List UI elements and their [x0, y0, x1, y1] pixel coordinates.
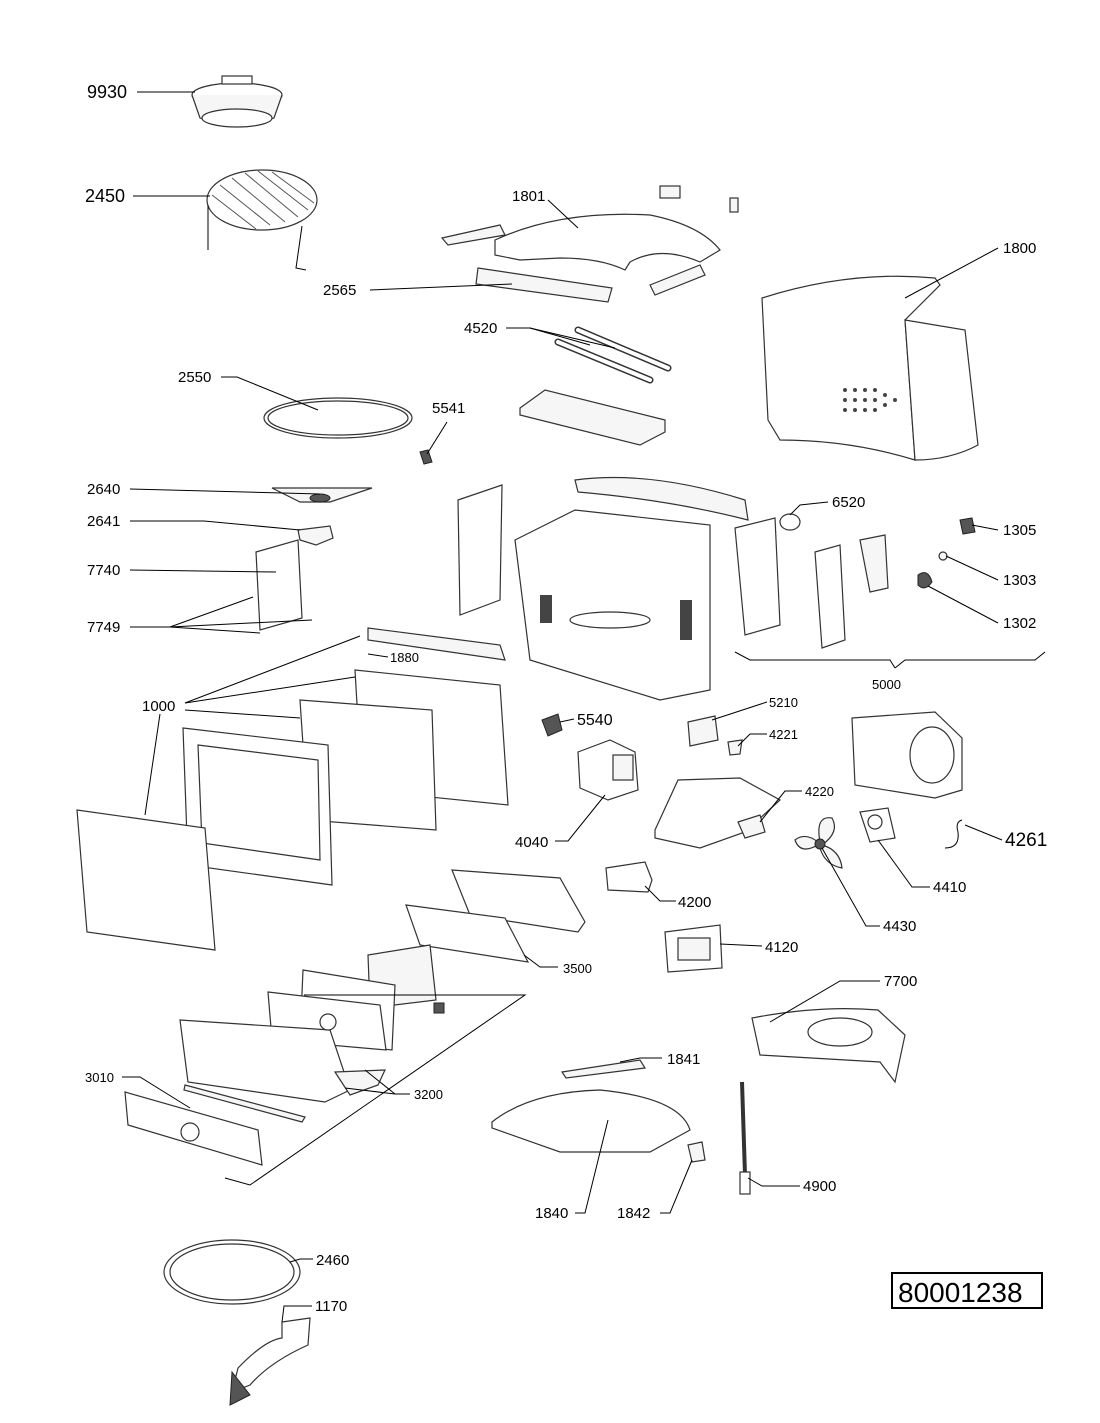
part-2460-tray	[163, 1239, 301, 1305]
label-1305: 1305	[1003, 522, 1036, 539]
document-number-box: 80001238	[891, 1272, 1043, 1309]
part-1840-base-plate	[491, 1089, 691, 1153]
label-4261: 4261	[1005, 830, 1047, 851]
part-1170-handle	[229, 1317, 311, 1406]
part-1000-door-glass	[76, 809, 216, 951]
part-4200-capacitor	[605, 861, 653, 893]
part-1842-foot	[687, 1141, 706, 1163]
label-5541: 5541	[432, 400, 465, 417]
part-1841-strip	[560, 1059, 647, 1079]
label-2550: 2550	[178, 369, 211, 386]
part-2641-coupler	[297, 525, 334, 546]
label-1800: 1800	[1003, 240, 1036, 257]
label-1000: 1000	[142, 698, 175, 715]
part-4220-base-plate	[654, 777, 782, 849]
part-5540-switch	[541, 713, 563, 737]
label-3500: 3500	[563, 961, 592, 976]
label-1170: 1170	[315, 1298, 347, 1315]
part-5541-switch	[419, 449, 433, 465]
label-4040: 4040	[515, 834, 548, 851]
label-4221: 4221	[769, 727, 798, 742]
label-4520: 4520	[464, 320, 497, 337]
part-4430-fan-blade	[794, 817, 843, 869]
part-5210-bracket	[687, 715, 719, 747]
part-4120-transformer	[664, 924, 723, 973]
part-2640-roller-support	[271, 487, 373, 503]
label-1841: 1841	[667, 1051, 700, 1068]
label-1880: 1880	[390, 650, 419, 665]
label-1840: 1840	[535, 1205, 568, 1222]
label-4900: 4900	[803, 1178, 836, 1195]
label-1801: 1801	[512, 188, 545, 205]
part-5000-bracket-assembly	[734, 513, 976, 649]
part-7740-cover-plate	[255, 539, 303, 631]
part-2565-strip	[475, 267, 613, 303]
part-fan-housing	[851, 711, 963, 799]
part-1000-door-inner	[182, 669, 509, 886]
part-heater-box	[519, 389, 666, 446]
label-2641: 2641	[87, 513, 120, 530]
label-7740: 7740	[87, 562, 120, 579]
part-2550-ring	[263, 397, 413, 439]
label-1302: 1302	[1003, 615, 1036, 632]
part-2450-rack	[206, 169, 318, 271]
label-2460: 2460	[316, 1252, 349, 1269]
label-2565: 2565	[323, 282, 356, 299]
part-4520-heater-rods	[554, 326, 672, 384]
part-1801-top-cover	[440, 185, 739, 296]
part-number-labels: 9930 2450 1801 1800 2565 4520 2550 5541 …	[85, 82, 1047, 1315]
label-4410: 4410	[933, 879, 966, 896]
leader-lines	[122, 91, 1046, 1323]
document-number: 80001238	[898, 1277, 1023, 1308]
part-4040-magnetron	[577, 739, 639, 801]
label-3010: 3010	[85, 1070, 114, 1085]
label-1303: 1303	[1003, 572, 1036, 589]
part-9930-dish	[191, 75, 283, 128]
part-1880-door-frame-top	[367, 627, 506, 661]
label-4120: 4120	[765, 939, 798, 956]
part-4221-thermostat	[727, 739, 743, 756]
label-3200: 3200	[414, 1087, 443, 1102]
label-7700: 7700	[884, 973, 917, 990]
part-7700-air-duct	[751, 1008, 906, 1084]
label-7749: 7749	[87, 619, 120, 636]
part-4261-cable	[944, 819, 963, 849]
part-3500-control-board	[405, 869, 586, 963]
label-4430: 4430	[883, 918, 916, 935]
label-4220: 4220	[805, 784, 834, 799]
part-side-panel	[457, 484, 503, 616]
label-6520: 6520	[832, 494, 865, 511]
part-1800-outer-wrap	[761, 275, 979, 461]
part-3010-door-panel	[124, 1084, 306, 1166]
label-2450: 2450	[85, 186, 125, 206]
label-5210: 5210	[769, 695, 798, 710]
label-2640: 2640	[87, 481, 120, 498]
part-cavity	[514, 476, 749, 701]
label-5540: 5540	[577, 712, 613, 729]
label-9930: 9930	[87, 82, 127, 102]
label-1842: 1842	[617, 1205, 650, 1222]
label-4200: 4200	[678, 894, 711, 911]
part-4410-motor	[859, 807, 896, 843]
part-4900-power-cord	[739, 1081, 751, 1195]
label-5000: 5000	[872, 677, 901, 692]
